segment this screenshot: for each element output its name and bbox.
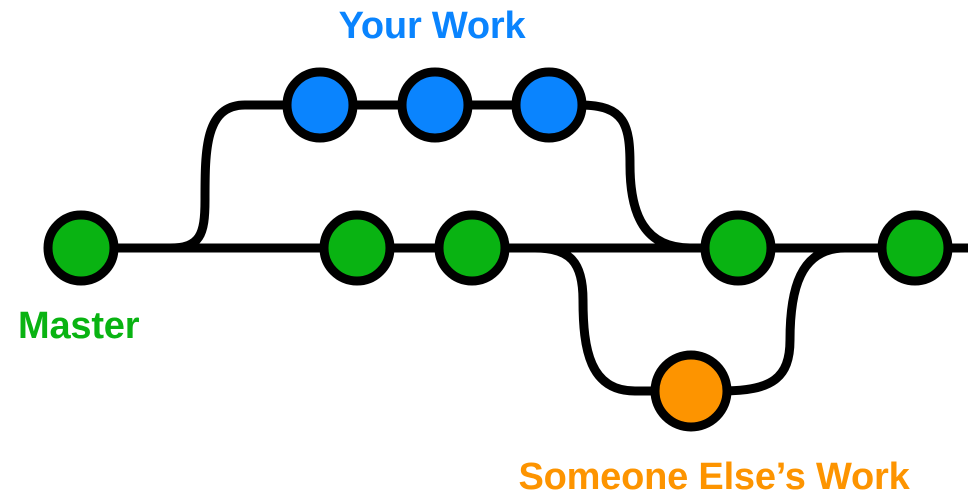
commit-node-master-2[interactable] — [319, 210, 395, 286]
branch-label-group: Master Your Work Someone Else’s Work — [18, 5, 911, 496]
commit-node-someone-else-1[interactable] — [650, 350, 732, 432]
branch-label-master: Master — [18, 305, 140, 347]
commit-node-master-merge[interactable] — [700, 210, 776, 286]
edge-group — [81, 100, 968, 396]
edge-branch-out-someone-else — [534, 243, 660, 396]
branch-label-your-work: Your Work — [339, 5, 527, 47]
commit-node-master-3[interactable] — [434, 210, 510, 286]
edge-branch-out-your-work — [169, 100, 290, 253]
edge-merge-in-someone-else — [721, 243, 880, 396]
commit-node-your-work-1[interactable] — [282, 67, 358, 143]
commit-node-your-work-2[interactable] — [397, 67, 473, 143]
edge-merge-in-your-work — [579, 100, 712, 253]
commit-node-master-4[interactable] — [877, 210, 953, 286]
branch-label-someone-else-work: Someone Else’s Work — [518, 456, 910, 496]
commit-node-master-1[interactable] — [43, 210, 119, 286]
commit-node-group — [43, 67, 953, 432]
commit-node-your-work-3[interactable] — [511, 67, 587, 143]
